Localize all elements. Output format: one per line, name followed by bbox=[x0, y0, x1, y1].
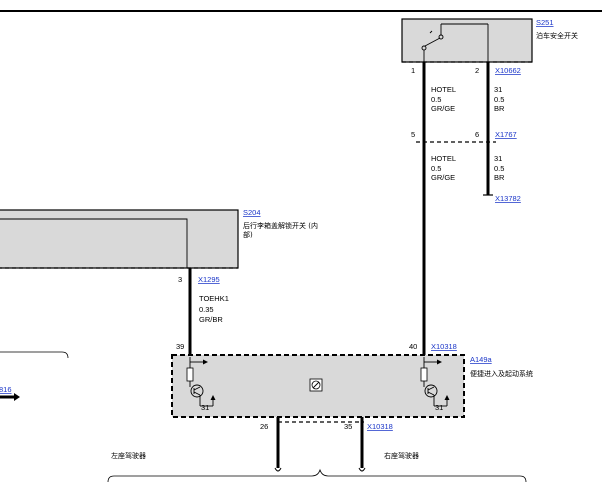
a149-right-circuit-icon bbox=[420, 357, 450, 407]
svg-text:GR/BR: GR/BR bbox=[199, 315, 223, 324]
a149-pin-39: 39 bbox=[176, 342, 184, 351]
a149a-module[interactable] bbox=[171, 354, 465, 418]
wire-output-right bbox=[358, 417, 366, 472]
wire-label-br-upper: 31 0.5 BR bbox=[494, 85, 505, 113]
switch-symbol-icon bbox=[421, 23, 489, 62]
s204-switch[interactable] bbox=[0, 209, 239, 269]
s251-ref[interactable]: S251 bbox=[536, 18, 554, 27]
svg-text:GR/GE: GR/GE bbox=[431, 104, 455, 113]
s204-label-line2: 部) bbox=[243, 230, 253, 239]
a149a-ref[interactable]: A149a bbox=[470, 355, 493, 364]
x1295-pin-3: 3 bbox=[178, 275, 182, 284]
svg-text:0.5: 0.5 bbox=[431, 95, 441, 104]
svg-text:HOTEL: HOTEL bbox=[431, 154, 456, 163]
connector-x1295[interactable]: X1295 bbox=[198, 275, 220, 284]
wire-label-hotel-upper: HOTEL 0.5 GR/GE bbox=[431, 85, 456, 113]
wire-label-hotel-lower: HOTEL 0.5 GR/GE bbox=[431, 154, 456, 182]
connector-x10662[interactable]: X10662 bbox=[495, 66, 521, 75]
svg-text:0.35: 0.35 bbox=[199, 305, 214, 314]
svg-text:31: 31 bbox=[494, 154, 502, 163]
s251-pin-2: 2 bbox=[475, 66, 479, 75]
svg-text:0.5: 0.5 bbox=[431, 164, 441, 173]
bottom-brace bbox=[107, 468, 527, 483]
ground-31-right: 31 bbox=[435, 403, 443, 412]
s251-pin-1: 1 bbox=[411, 66, 415, 75]
svg-text:BR: BR bbox=[494, 104, 505, 113]
svg-text:TOEHK1: TOEHK1 bbox=[199, 294, 229, 303]
a149-pin-40: 40 bbox=[409, 342, 417, 351]
svg-text:0.5: 0.5 bbox=[494, 164, 504, 173]
s204-label-line1: 后行李箱盖解锁开关 (内 bbox=[243, 221, 318, 230]
x1767-pin-6: 6 bbox=[475, 130, 479, 139]
s251-switch[interactable] bbox=[401, 18, 533, 63]
connector-x10318-bottom[interactable]: X10318 bbox=[367, 422, 393, 431]
x1767-pin-5: 5 bbox=[411, 130, 415, 139]
module-center-icon bbox=[309, 378, 323, 392]
wire-label-toehk1: TOEHK1 0.35 GR/BR bbox=[199, 294, 229, 324]
a149-pin-35: 35 bbox=[344, 422, 352, 431]
svg-text:HOTEL: HOTEL bbox=[431, 85, 456, 94]
a149-left-circuit-icon bbox=[186, 357, 216, 407]
connector-x816-partial[interactable]: 816 bbox=[0, 385, 12, 394]
partial-bracket-left bbox=[0, 351, 69, 359]
ground-31-left: 31 bbox=[201, 403, 209, 412]
svg-text:0.5: 0.5 bbox=[494, 95, 504, 104]
wire-label-br-lower: 31 0.5 BR bbox=[494, 154, 505, 182]
connector-x13782[interactable]: X13782 bbox=[495, 194, 521, 203]
output-right-driver: 右座驾驶器 bbox=[384, 451, 419, 460]
a149a-label: 便捷进入及起动系统 bbox=[470, 369, 533, 378]
output-left-driver: 左座驾驶器 bbox=[111, 451, 146, 460]
svg-text:BR: BR bbox=[494, 173, 505, 182]
s251-label: 泊车安全开关 bbox=[536, 31, 578, 40]
svg-text:GR/GE: GR/GE bbox=[431, 173, 455, 182]
s204-ref[interactable]: S204 bbox=[243, 208, 261, 217]
wire-output-left bbox=[274, 417, 282, 472]
arrow-right-icon bbox=[0, 393, 20, 401]
svg-text:31: 31 bbox=[494, 85, 502, 94]
a149-pin-26: 26 bbox=[260, 422, 268, 431]
connector-x1767[interactable]: X1767 bbox=[495, 130, 517, 139]
connector-x10318-top[interactable]: X10318 bbox=[431, 342, 457, 351]
